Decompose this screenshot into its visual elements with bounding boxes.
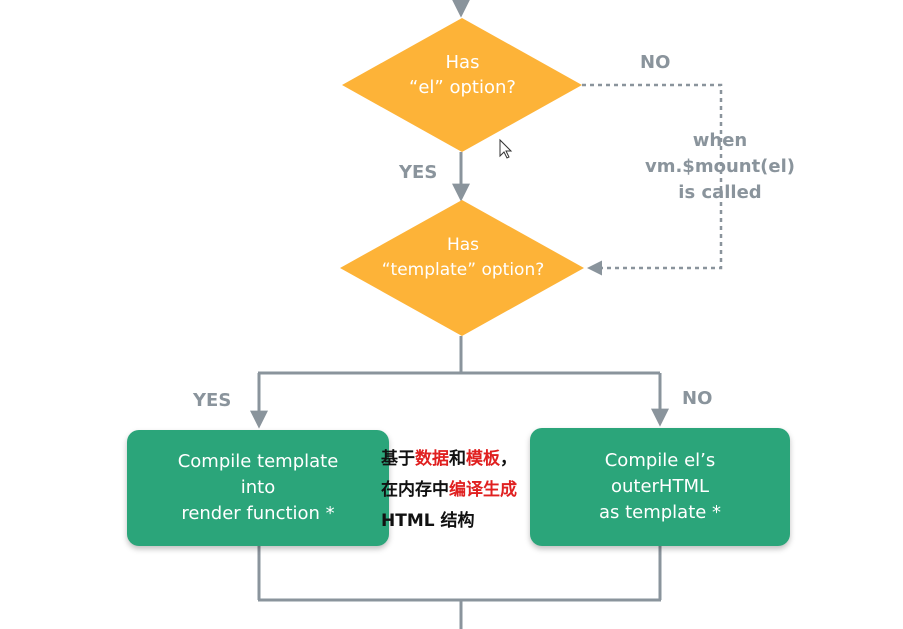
annotation-l1-e: ， bbox=[500, 449, 517, 469]
decision-template-text: Has “template” option? bbox=[345, 233, 581, 283]
compile-el-line1: Compile el’s bbox=[604, 450, 716, 471]
annotation-l1-d: 模板 bbox=[466, 449, 500, 469]
mouse-cursor-icon bbox=[499, 138, 513, 159]
label-yes-template: YES bbox=[193, 390, 232, 411]
compile-template-box: Compile template into render function * bbox=[127, 430, 389, 546]
decision-template-line1: Has bbox=[446, 235, 480, 255]
annotation-l2-a: 在内存中 bbox=[381, 480, 449, 500]
label-no-template: NO bbox=[682, 388, 713, 409]
mount-note-line2: vm.$mount(el) bbox=[644, 156, 796, 177]
compile-template-line2: into bbox=[240, 477, 276, 498]
label-yes-el: YES bbox=[399, 162, 438, 183]
annotation-line1: 基于数据和模板， bbox=[381, 444, 541, 475]
compile-el-line2: outerHTML bbox=[610, 476, 710, 497]
decision-el-diamond bbox=[342, 18, 582, 152]
mount-note: when vm.$mount(el) is called bbox=[625, 128, 815, 206]
annotation-chinese: 基于数据和模板， 在内存中编译生成 HTML 结构 bbox=[381, 444, 541, 537]
compile-template-line1: Compile template bbox=[177, 451, 339, 472]
mount-note-line1: when bbox=[692, 130, 748, 151]
annotation-l2-b: 编译生成 bbox=[449, 480, 517, 500]
annotation-l1-b: 数据 bbox=[415, 449, 449, 469]
decision-template-diamond bbox=[340, 200, 584, 336]
decision-template-line2: “template” option? bbox=[381, 260, 545, 280]
annotation-line3: HTML 结构 bbox=[381, 511, 475, 531]
annotation-l1-a: 基于 bbox=[381, 449, 415, 469]
compile-el-line3: as template * bbox=[598, 502, 722, 523]
annotation-l1-c: 和 bbox=[449, 449, 466, 469]
decision-el-text: Has “el” option? bbox=[360, 50, 565, 100]
compile-template-line3: render function * bbox=[181, 503, 335, 524]
compile-el-box: Compile el’s outerHTML as template * bbox=[530, 428, 790, 546]
annotation-line2: 在内存中编译生成 bbox=[381, 475, 541, 506]
decision-el-line2: “el” option? bbox=[409, 77, 516, 98]
label-no-el: NO bbox=[640, 52, 671, 73]
mount-note-line3: is called bbox=[678, 182, 762, 203]
decision-el-line1: Has bbox=[445, 52, 480, 73]
connector-no-el-dashed bbox=[582, 83, 723, 276]
